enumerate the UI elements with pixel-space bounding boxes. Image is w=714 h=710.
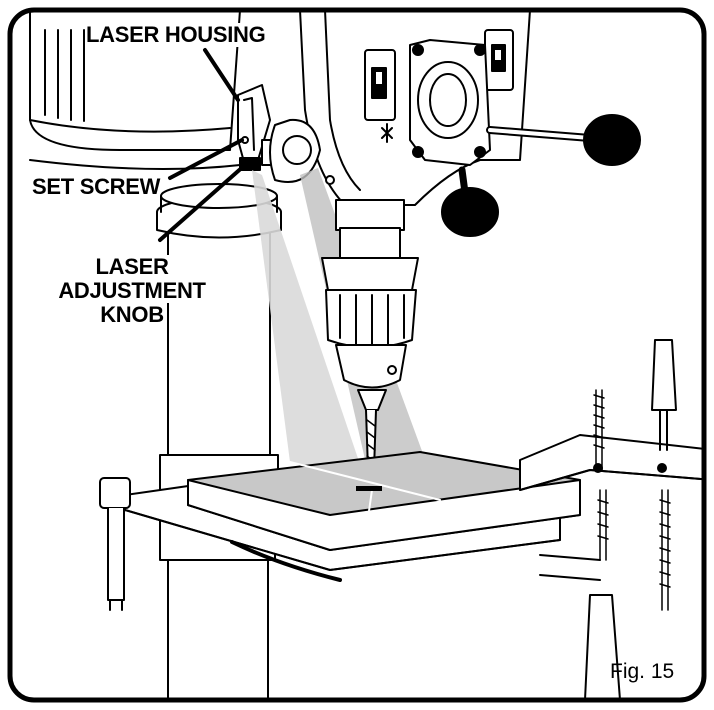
drill-head xyxy=(299,10,531,206)
label-set-screw: SET SCREW xyxy=(32,174,161,199)
label-laser-adjustment-knob-line2: ADJUSTMENT xyxy=(58,278,206,303)
label-laser-adjustment-knob-line1: LASER xyxy=(95,254,169,279)
label-laser-housing: LASER HOUSING xyxy=(86,22,266,47)
figure-frame xyxy=(7,7,707,703)
label-laser-adjustment-knob-line3: KNOB xyxy=(100,302,164,327)
laser-housing xyxy=(237,84,321,183)
fence-clamp xyxy=(519,339,704,700)
figure-label: Fig. 15 xyxy=(610,660,675,683)
workpiece xyxy=(187,451,581,551)
feed-handles xyxy=(441,114,641,237)
label-laser-adjustment-knob: LASER ADJUSTMENT KNOB xyxy=(52,255,212,327)
chuck xyxy=(321,199,419,471)
leader-lines xyxy=(158,48,247,242)
